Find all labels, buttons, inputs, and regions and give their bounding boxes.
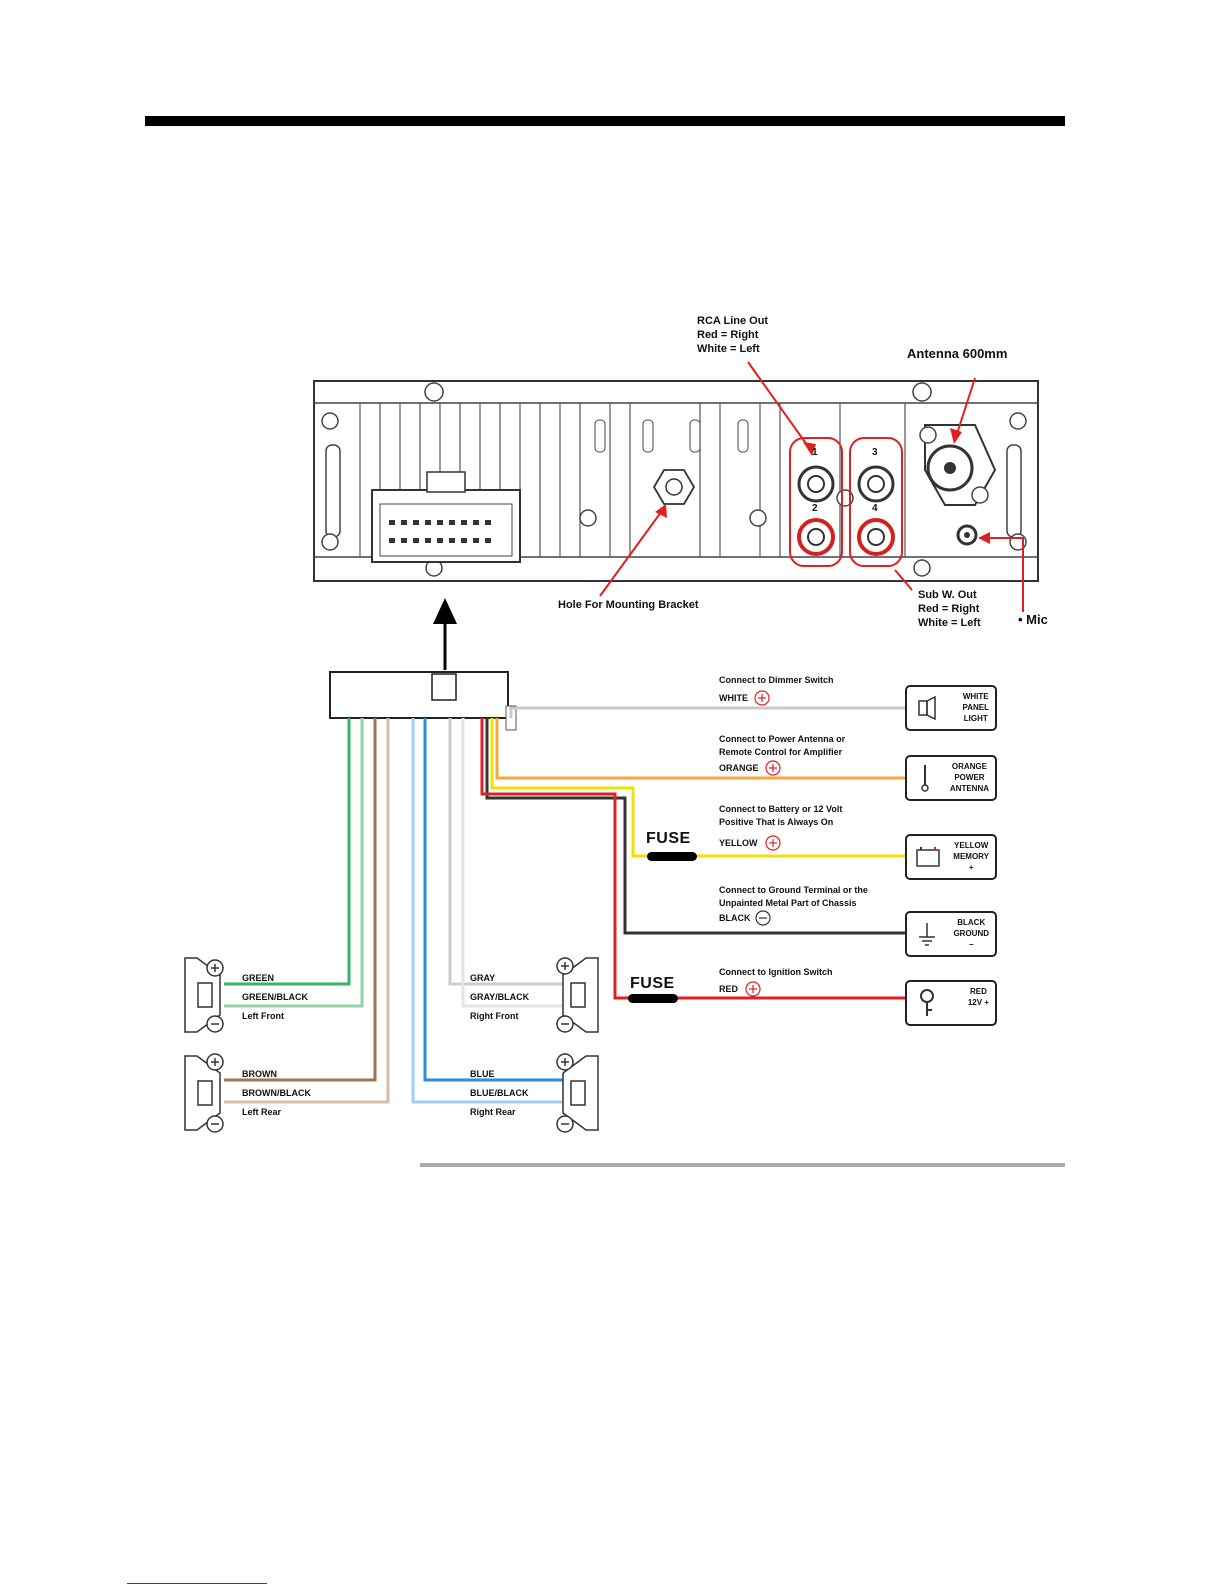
antenna-label: Antenna 600mm <box>907 346 1008 361</box>
fuse-red <box>628 994 678 1003</box>
speaker-label-left-rear: BROWN BROWN/BLACK Left Rear <box>242 1069 311 1117</box>
wire-black-label: BLACK <box>719 913 751 923</box>
jack-2-label: 2 <box>812 503 818 514</box>
box-label-memory: YELLOW MEMORY + <box>953 841 989 872</box>
caption-black: Connect to Ground Terminal or the Unpain… <box>719 885 868 908</box>
fuse-label-red: FUSE <box>630 975 675 992</box>
wire-orange-label: ORANGE <box>719 763 759 773</box>
box-power-antenna: ORANGE POWER ANTENNA <box>905 755 997 801</box>
caption-white: Connect to Dimmer Switch <box>719 675 834 685</box>
antenna-icon <box>921 765 929 792</box>
fuse-yellow <box>647 852 697 861</box>
head-unit-rear-panel <box>313 380 1039 582</box>
speaker-left-rear <box>184 1053 224 1133</box>
jack-4-label: 4 <box>872 503 878 514</box>
box-label-power-antenna: ORANGE POWER ANTENNA <box>949 762 989 793</box>
speaker-right-front <box>556 957 599 1033</box>
box-ignition: RED 12V + <box>905 980 997 1026</box>
wire-yellow-label: YELLOW <box>719 838 758 848</box>
mic-label: • Mic <box>1018 612 1048 627</box>
caption-orange: Connect to Power Antenna or Remote Contr… <box>719 734 846 757</box>
speaker-label-right-rear: BLUE BLUE/BLACK Right Rear <box>470 1069 529 1117</box>
footer-line <box>127 1583 267 1584</box>
bulb-icon <box>918 695 936 721</box>
box-label-panel-light: WHITE PANEL LIGHT <box>962 692 989 723</box>
caption-red: Connect to Ignition Switch <box>719 967 833 977</box>
battery-icon <box>916 847 940 867</box>
fuse-label-yellow: FUSE <box>646 830 691 847</box>
jack-3-label: 3 <box>872 447 878 458</box>
top-rule <box>145 116 1065 126</box>
key-icon <box>920 989 934 1016</box>
box-memory: YELLOW MEMORY + <box>905 834 997 880</box>
speaker-label-left-front: GREEN GREEN/BLACK Left Front <box>242 973 309 1021</box>
box-label-ignition: RED 12V + <box>967 987 989 1007</box>
caption-yellow: Connect to Battery or 12 Volt Positive T… <box>719 804 843 827</box>
wire-white-label: WHITE <box>719 693 748 703</box>
wire-red-label: RED <box>719 984 739 994</box>
speaker-label-right-front: GRAY GRAY/BLACK Right Front <box>470 973 530 1021</box>
box-panel-light: WHITE PANEL LIGHT <box>905 685 997 731</box>
speaker-left-front <box>184 957 224 1033</box>
speaker-right-rear <box>556 1053 599 1133</box>
sub-out-label: Sub W. Out Red = Right White = Left <box>918 589 981 629</box>
box-label-ground: BLACK GROUND − <box>953 918 989 949</box>
bottom-rule <box>420 1163 1065 1167</box>
rca-line-out-label: RCA Line Out Red = Right White = Left <box>697 315 769 355</box>
annotation-pointers <box>599 361 1024 612</box>
ground-icon <box>919 923 935 946</box>
mounting-hole-label: Hole For Mounting Bracket <box>558 599 699 611</box>
jack-1-label: 1 <box>812 447 818 458</box>
box-ground: BLACK GROUND − <box>905 911 997 957</box>
